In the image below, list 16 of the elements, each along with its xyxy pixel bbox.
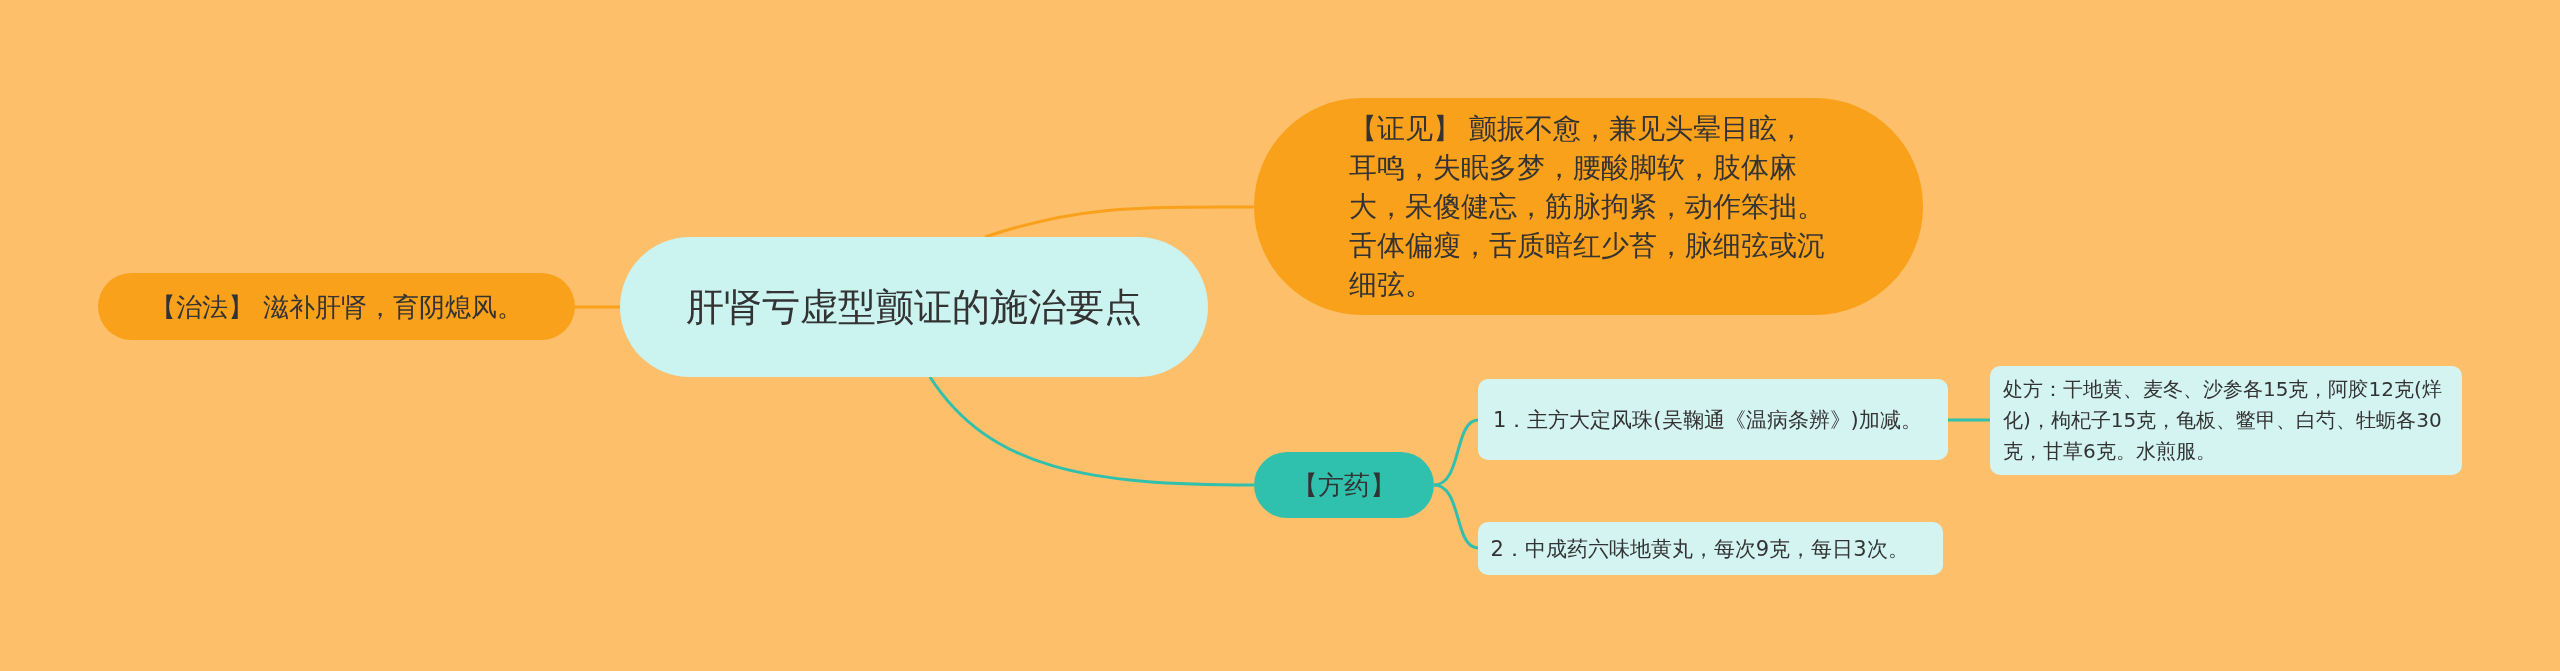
connector-line <box>1433 418 1479 487</box>
connector-line <box>575 305 620 309</box>
node-text: 2．中成药六味地黄丸，每次9克，每日3次。 <box>1490 535 1910 563</box>
connector-line <box>1948 418 1990 422</box>
node-text: 【治法】 滋补肝肾，育阴熄风。 <box>149 290 524 324</box>
node-text: 【证见】 颤振不愈，兼见头晕目眩，耳鸣，失眠多梦，腰酸脚软，肢体麻大，呆傻健忘，筋脉拘紧，动作笨拙。舌体偏瘦，舌质暗红少苔，脉细弦或沉细弦。 <box>1348 111 1826 303</box>
leaf-box <box>1478 379 1948 460</box>
leaf-box <box>1990 366 2462 475</box>
connector-line <box>928 376 1254 487</box>
node-text: 【方药】 <box>1291 469 1397 502</box>
connector-line <box>984 205 1254 239</box>
leaf-box <box>1478 522 1943 575</box>
node-text: 1．主方大定风珠(吴鞠通《温病条辨》)加减。 <box>1493 406 1923 434</box>
connector-line <box>1433 483 1479 550</box>
node-text: 肝肾亏虚型颤证的施治要点 <box>685 284 1143 331</box>
node-text: 处方：干地黄、麦冬、沙参各15克，阿胶12克(烊化)，枸杞子15克，龟板、鳖甲、白芍、牡蛎各30克，甘草6克。水煎服。 <box>2003 376 2443 465</box>
